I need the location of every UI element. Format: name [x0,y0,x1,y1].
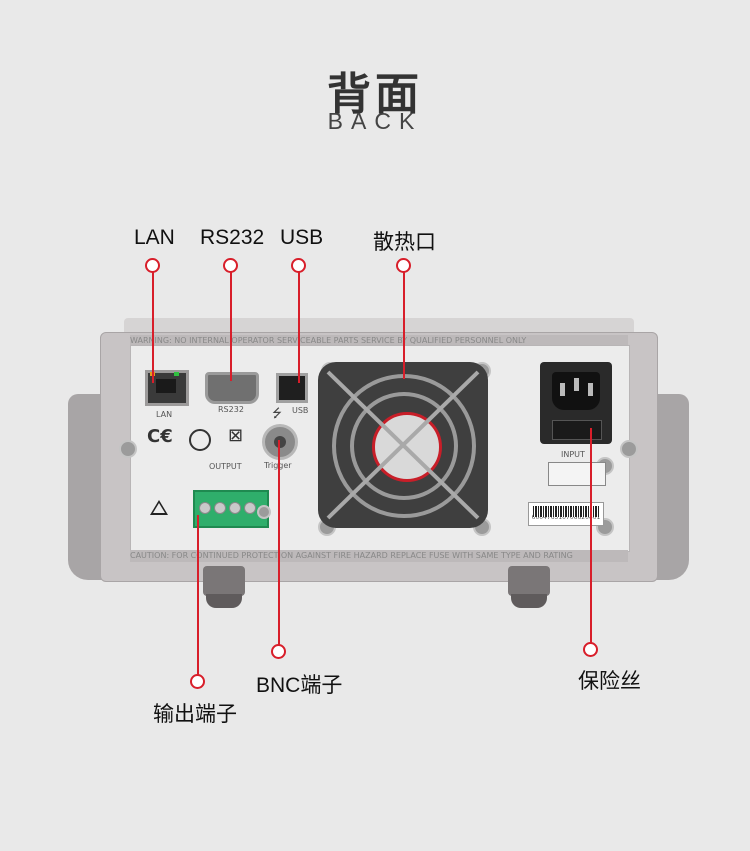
right-handle [653,394,689,580]
terminal-screw-icon [244,502,256,514]
warning-strip: WARNING: NO INTERNAL OPERATOR SERVICEABL… [130,335,628,347]
rs232-port-label: RS232 [218,405,244,414]
trigger-label: Trigger [264,461,292,470]
terminal-screw-icon [199,502,211,514]
leader-line-rs232 [230,271,232,381]
callout-dot-bnc [271,644,286,659]
usb-port-label: USB [292,406,309,415]
callout-rs232-label: RS232 [200,226,265,249]
foot-right-cap [511,594,547,608]
terminal-screw-icon [214,502,226,514]
page-title: 背面 [327,69,423,120]
fuse-rating-table [548,462,606,486]
terminal-screw-icon [229,502,241,514]
usb-symbol-icon: ⭍ [272,406,282,420]
chassis-top [124,318,634,334]
leader-line-vent [403,271,405,379]
leader-line-lan [152,271,154,383]
fan-guard-cross [326,370,480,520]
callout-output-label: 输出端子 [153,703,237,726]
page-subtitle: BACK [327,108,423,134]
fan-guard-ring [350,392,458,500]
leader-line-usb [298,271,300,383]
lan-port-label: LAN [156,410,173,419]
callout-dot-rs232 [223,258,238,273]
left-handle [68,394,104,580]
socket-pin-icon [574,378,579,391]
callout-dot-fuse [583,642,598,657]
foot-left [203,566,245,596]
input-label: INPUT [561,450,585,459]
callout-fuse-label: 保险丝 [578,670,641,693]
serial-barcode: 600476510706620001 [528,502,604,526]
callout-dot-vent [396,258,411,273]
bnc-trigger-connector[interactable] [262,424,298,460]
callout-usb-label: USB [280,226,324,249]
callout-vent-label: 散热口 [373,231,436,254]
screw-icon [620,440,638,458]
screw-icon [119,440,137,458]
output-label: OUTPUT [209,462,242,471]
caution-strip: CAUTION: FOR CONTINUED PROTECTION AGAINS… [130,550,628,562]
callout-bnc-label: BNC端子 [256,674,343,697]
foot-right [508,566,550,596]
callout-dot-output [190,674,205,689]
socket-pin-icon [560,383,565,396]
usb-port[interactable] [276,373,308,403]
callout-dot-lan [145,258,160,273]
socket-pin-icon [588,383,593,396]
ce-mark-icon: C€ [147,426,173,447]
callout-lan-label: LAN [134,226,175,249]
foot-left-cap [206,594,242,608]
callout-dot-usb [291,258,306,273]
leader-line-fuse [590,428,592,644]
fuse-drawer[interactable] [552,420,602,440]
leader-line-bnc [278,440,280,645]
weee-bin-icon: ⊠ [228,425,244,446]
led-icon [174,372,179,376]
recycle-mark-icon [189,429,211,451]
leader-line-output [197,515,199,675]
screw-icon [257,505,271,519]
rs232-port[interactable] [205,372,259,404]
warning-triangle-icon [150,500,168,515]
